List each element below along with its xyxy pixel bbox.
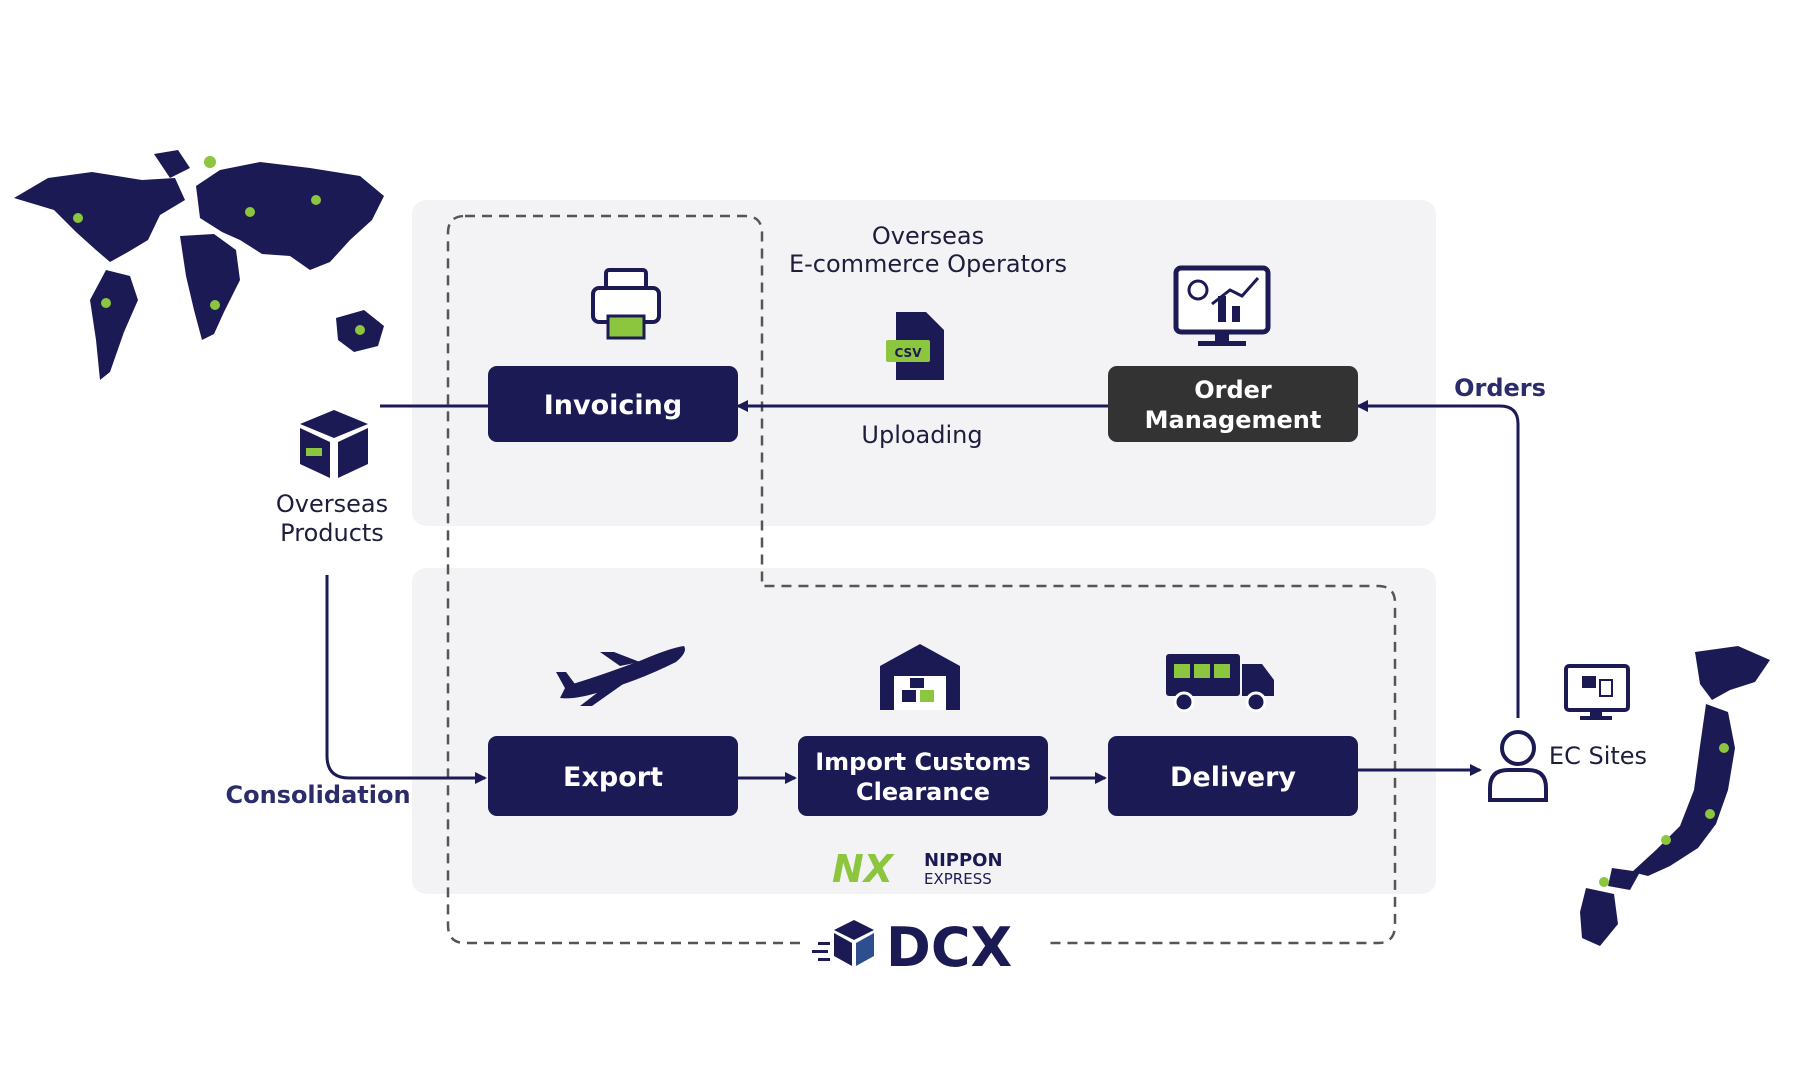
export-box: Export [488, 736, 738, 816]
overseas-products-label-line2: Products [280, 519, 384, 547]
dcx-label: DCX [886, 916, 1012, 979]
export-label: Export [563, 762, 663, 793]
csv-file-icon: CSV [886, 312, 944, 380]
dcx-logo: DCX [812, 916, 1012, 979]
delivery-label: Delivery [1170, 762, 1296, 793]
overseas-products-label-line1: Overseas [276, 490, 388, 518]
invoicing-label: Invoicing [544, 390, 682, 421]
csv-badge: CSV [895, 346, 923, 360]
uploading-label: Uploading [861, 421, 982, 449]
order-management-label-line1: Order [1194, 376, 1272, 404]
order-management-box: Order Management [1108, 366, 1358, 442]
nx-logo-line2: EXPRESS [924, 870, 992, 888]
line-consolidation [325, 575, 487, 784]
warehouse-icon [880, 644, 960, 710]
ec-sites-monitor-icon [1564, 664, 1630, 720]
dcx-cube-icon [812, 920, 874, 966]
import-customs-box: Import Customs Clearance [798, 736, 1048, 816]
printer-icon [591, 268, 661, 340]
customer-person-icon [1488, 730, 1548, 802]
operators-label-line1: Overseas [872, 222, 984, 250]
logistics-panel [412, 568, 1436, 894]
import-customs-label-line1: Import Customs [815, 748, 1031, 776]
invoicing-box: Invoicing [488, 366, 738, 442]
line-orders [1356, 400, 1520, 718]
order-management-label-line2: Management [1145, 406, 1322, 434]
truck-icon [1166, 654, 1274, 713]
consolidation-label: Consolidation [225, 781, 410, 809]
japan-map-icon [1580, 646, 1770, 946]
world-map-icon [14, 150, 384, 380]
orders-label: Orders [1454, 374, 1546, 402]
nippon-express-logo: NX NIPPON EXPRESS [832, 847, 1003, 891]
nx-logo-line1: NIPPON [924, 850, 1003, 871]
analytics-monitor-icon [1173, 265, 1271, 346]
ec-sites-label: EC Sites [1549, 742, 1647, 770]
nx-logo-mark: NX [832, 847, 895, 891]
airplane-icon [556, 646, 685, 706]
dcx-boundary [446, 214, 1397, 945]
package-icon [300, 410, 368, 478]
operators-label-line2: E-commerce Operators [789, 250, 1067, 278]
delivery-box: Delivery [1108, 736, 1358, 816]
import-customs-label-line2: Clearance [856, 778, 990, 806]
